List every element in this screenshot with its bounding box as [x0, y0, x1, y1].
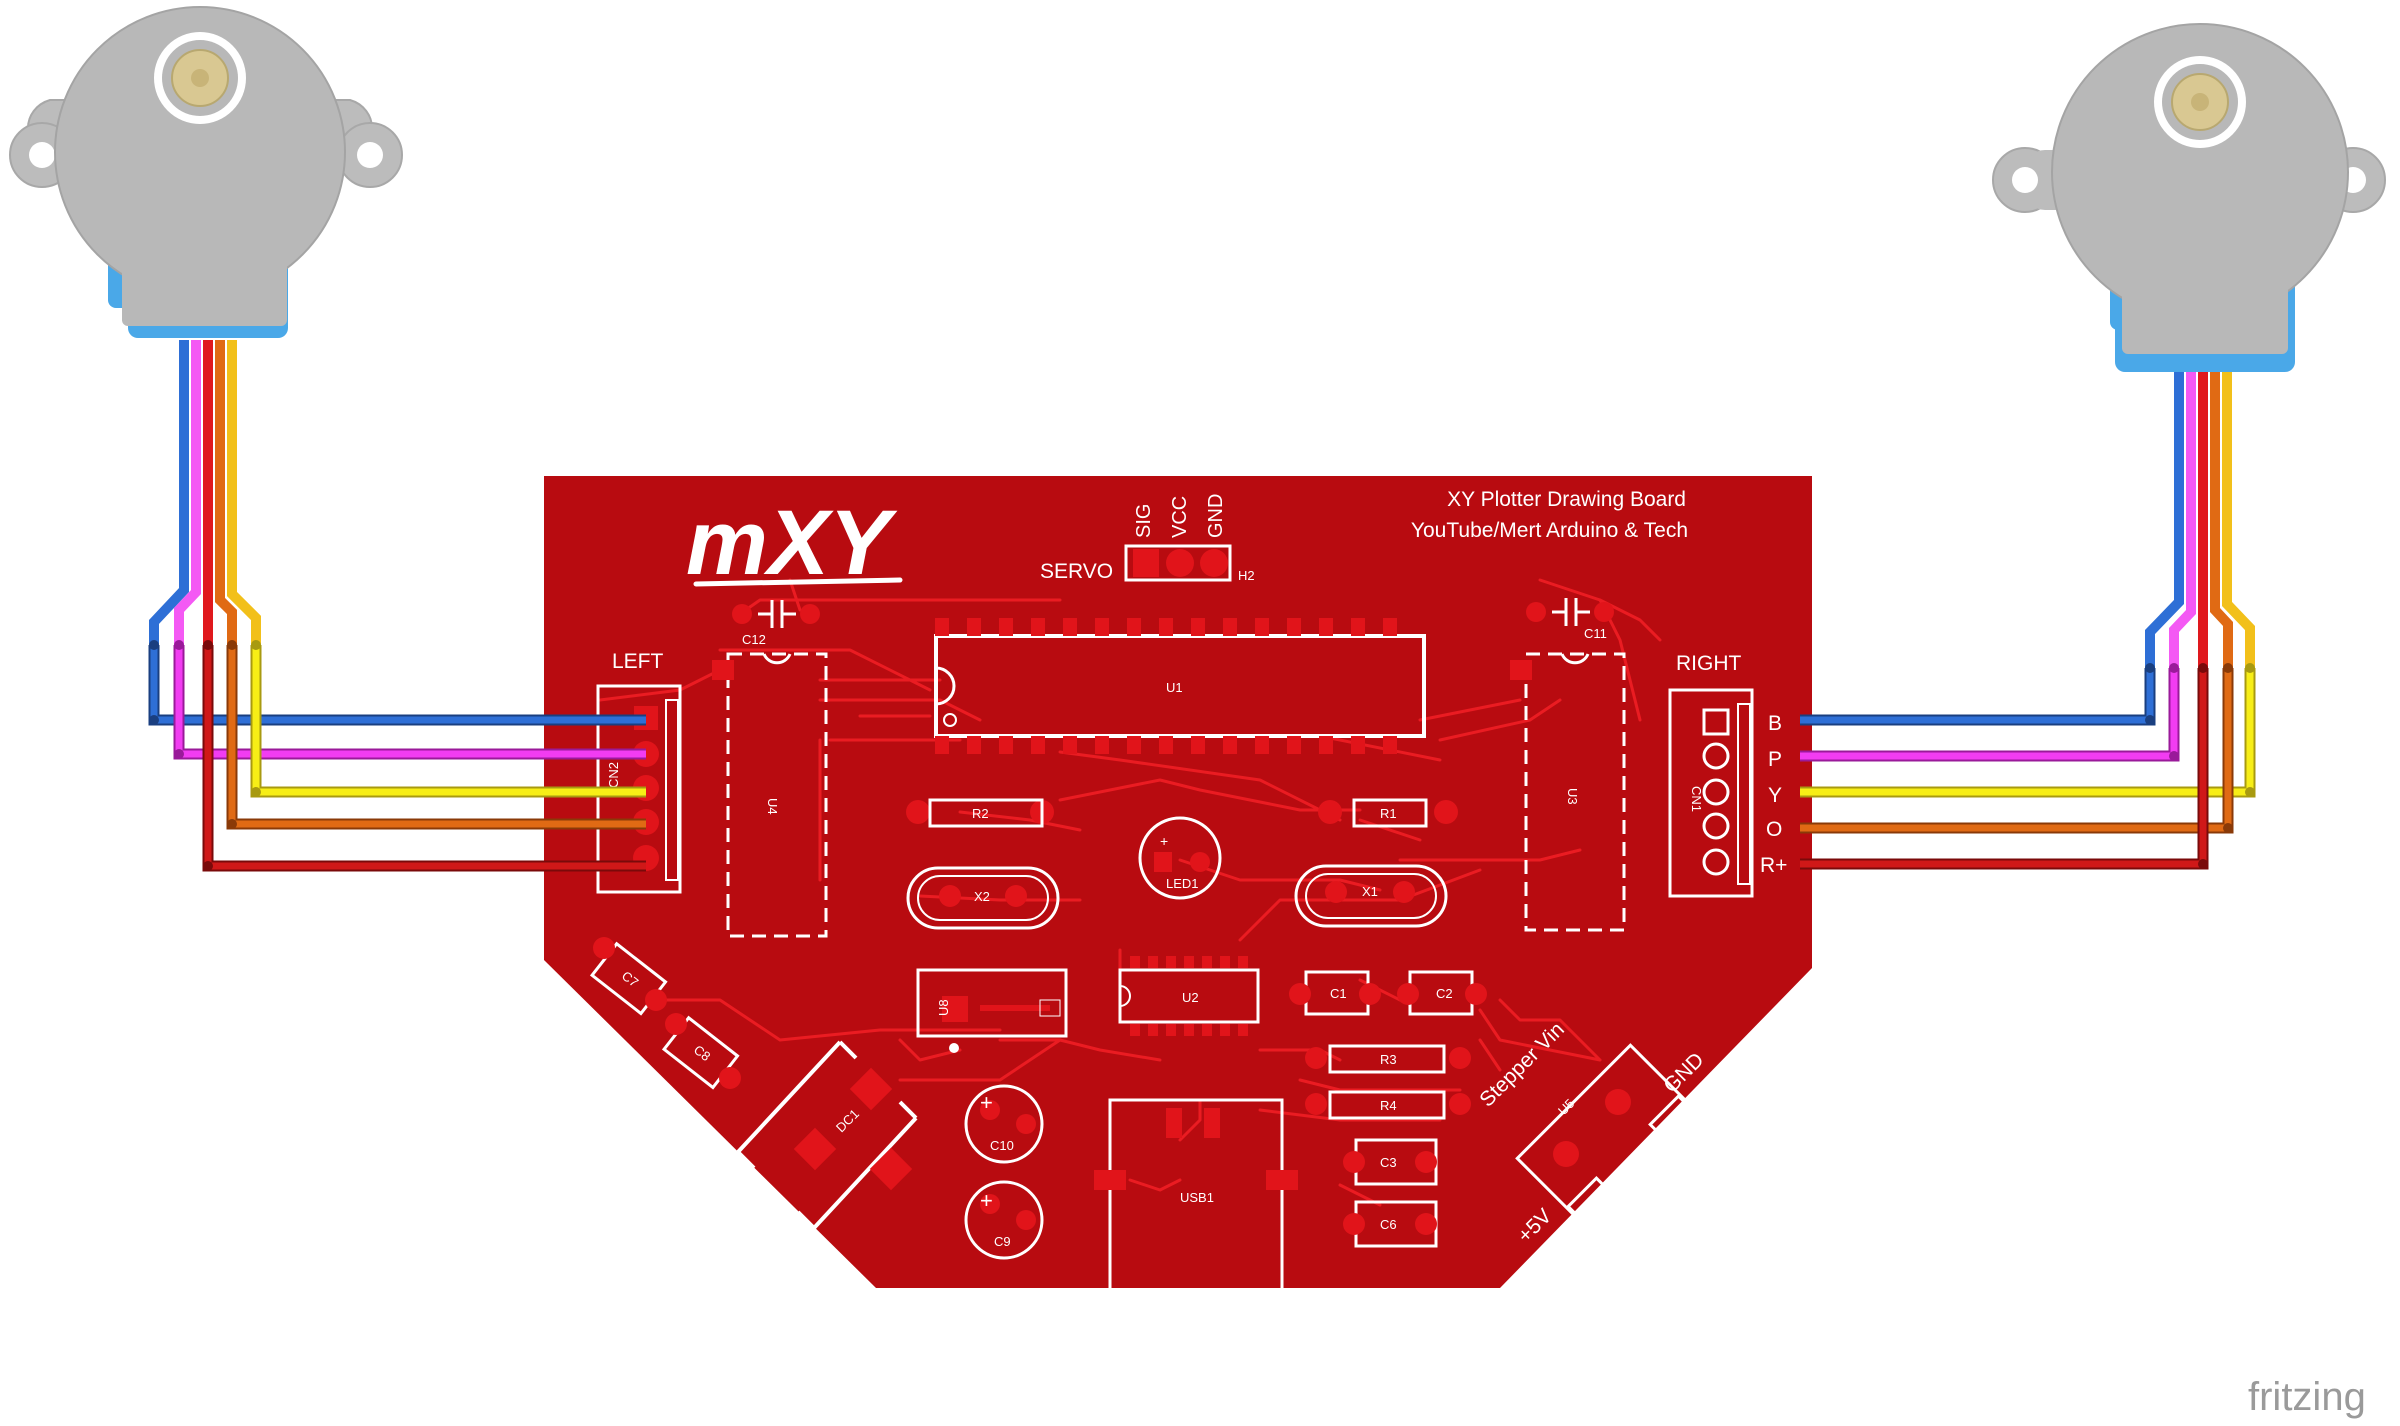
- left-wiring: [148, 640, 646, 872]
- resistor-r2: R2: [906, 798, 1054, 828]
- usb-connector-usb1: USB1: [1094, 1098, 1298, 1288]
- fritzing-watermark: fritzing: [2248, 1375, 2366, 1419]
- c12-label: C12: [742, 632, 766, 647]
- h2-label: H2: [1238, 568, 1255, 583]
- right-pin-y: Y: [1768, 784, 1782, 807]
- c3-label: C3: [1380, 1155, 1397, 1170]
- right-label: RIGHT: [1676, 652, 1742, 675]
- c9-label: C9: [994, 1234, 1011, 1249]
- c2-label: C2: [1436, 986, 1453, 1001]
- chip-u2: U2: [1118, 956, 1260, 1036]
- servo-header-h2: SERVO SIG VCC GND H2: [1040, 494, 1255, 583]
- u2-label: U2: [1182, 990, 1199, 1005]
- left-label: LEFT: [612, 650, 664, 673]
- u1-label: U1: [1166, 680, 1183, 695]
- c10-label: C10: [990, 1138, 1014, 1153]
- capacitor-c2: C2: [1397, 970, 1487, 1016]
- servo-pin-sig: SIG: [1133, 504, 1155, 538]
- servo-pin-vcc: VCC: [1169, 496, 1191, 538]
- capacitor-c3: C3: [1343, 1138, 1438, 1186]
- servo-label: SERVO: [1040, 560, 1113, 583]
- capacitor-c6: C6: [1343, 1200, 1438, 1248]
- r1-label: R1: [1380, 806, 1397, 821]
- u3-label: U3: [1565, 788, 1580, 805]
- u4-label: U4: [765, 798, 780, 815]
- led1: + LED1: [1138, 816, 1222, 900]
- pcb-board: mXY XY Plotter Drawing Board YouTube/Mer…: [544, 476, 1812, 1288]
- capacitor-c1: C1: [1289, 970, 1381, 1016]
- chip-u3: U3: [1510, 652, 1626, 932]
- cn2-label: CN2: [606, 762, 621, 788]
- svg-text:+: +: [980, 1090, 993, 1115]
- capacitor-c11: C11: [1526, 598, 1614, 641]
- right-wiring: [1800, 663, 2256, 870]
- r3-label: R3: [1380, 1052, 1397, 1067]
- right-connector-cn1: RIGHT CN1 B P Y O R+: [1668, 652, 1787, 898]
- c11-label: C11: [1584, 626, 1607, 641]
- mxy-logo: mXY: [686, 492, 903, 594]
- cn1-label: CN1: [1689, 786, 1704, 812]
- left-connector-cn2: LEFT CN2: [596, 650, 682, 894]
- crystal-x2: X2: [906, 866, 1060, 930]
- led1-label: LED1: [1166, 876, 1199, 891]
- capacitor-c9: + C9: [964, 1180, 1044, 1260]
- resistor-r1: R1: [1318, 798, 1458, 828]
- capacitor-c12: C12: [732, 600, 820, 647]
- capacitor-c7: C7: [589, 937, 668, 1016]
- servo-pin-gnd: GND: [1205, 494, 1227, 538]
- svg-text:+: +: [1160, 833, 1168, 849]
- crystal-x1: X1: [1294, 864, 1448, 928]
- x1-label: X1: [1362, 884, 1378, 899]
- right-pin-o: O: [1766, 818, 1782, 841]
- chip-u1: U1: [934, 618, 1426, 754]
- usb1-label: USB1: [1180, 1190, 1214, 1205]
- right-stepper-motor: [1992, 23, 2386, 668]
- c1-label: C1: [1330, 986, 1347, 1001]
- chip-u4: U4: [712, 652, 828, 938]
- resistor-r3: R3: [1305, 1044, 1471, 1074]
- right-pin-p: P: [1768, 748, 1782, 771]
- resistor-r4: R4: [1305, 1090, 1471, 1120]
- svg-text:+: +: [980, 1188, 993, 1213]
- left-stepper-motor: [9, 6, 403, 645]
- capacitor-c10: + C10: [964, 1084, 1044, 1164]
- r4-label: R4: [1380, 1098, 1397, 1113]
- logo-text: mXY: [686, 492, 898, 594]
- board-title-line2: YouTube/Mert Arduino & Tech: [1411, 519, 1688, 542]
- board-title-line1: XY Plotter Drawing Board: [1447, 488, 1686, 511]
- u8-label: U8: [936, 999, 951, 1016]
- x2-label: X2: [974, 889, 990, 904]
- right-pin-r: R+: [1760, 854, 1787, 877]
- left-motor-wires: [149, 340, 261, 645]
- right-motor-wires: [2145, 372, 2255, 668]
- right-pin-b: B: [1768, 712, 1782, 735]
- r2-label: R2: [972, 806, 989, 821]
- c6-label: C6: [1380, 1217, 1397, 1232]
- chip-u8: U8: [916, 968, 1068, 1053]
- regulator-dc1: DC1: [736, 1040, 918, 1230]
